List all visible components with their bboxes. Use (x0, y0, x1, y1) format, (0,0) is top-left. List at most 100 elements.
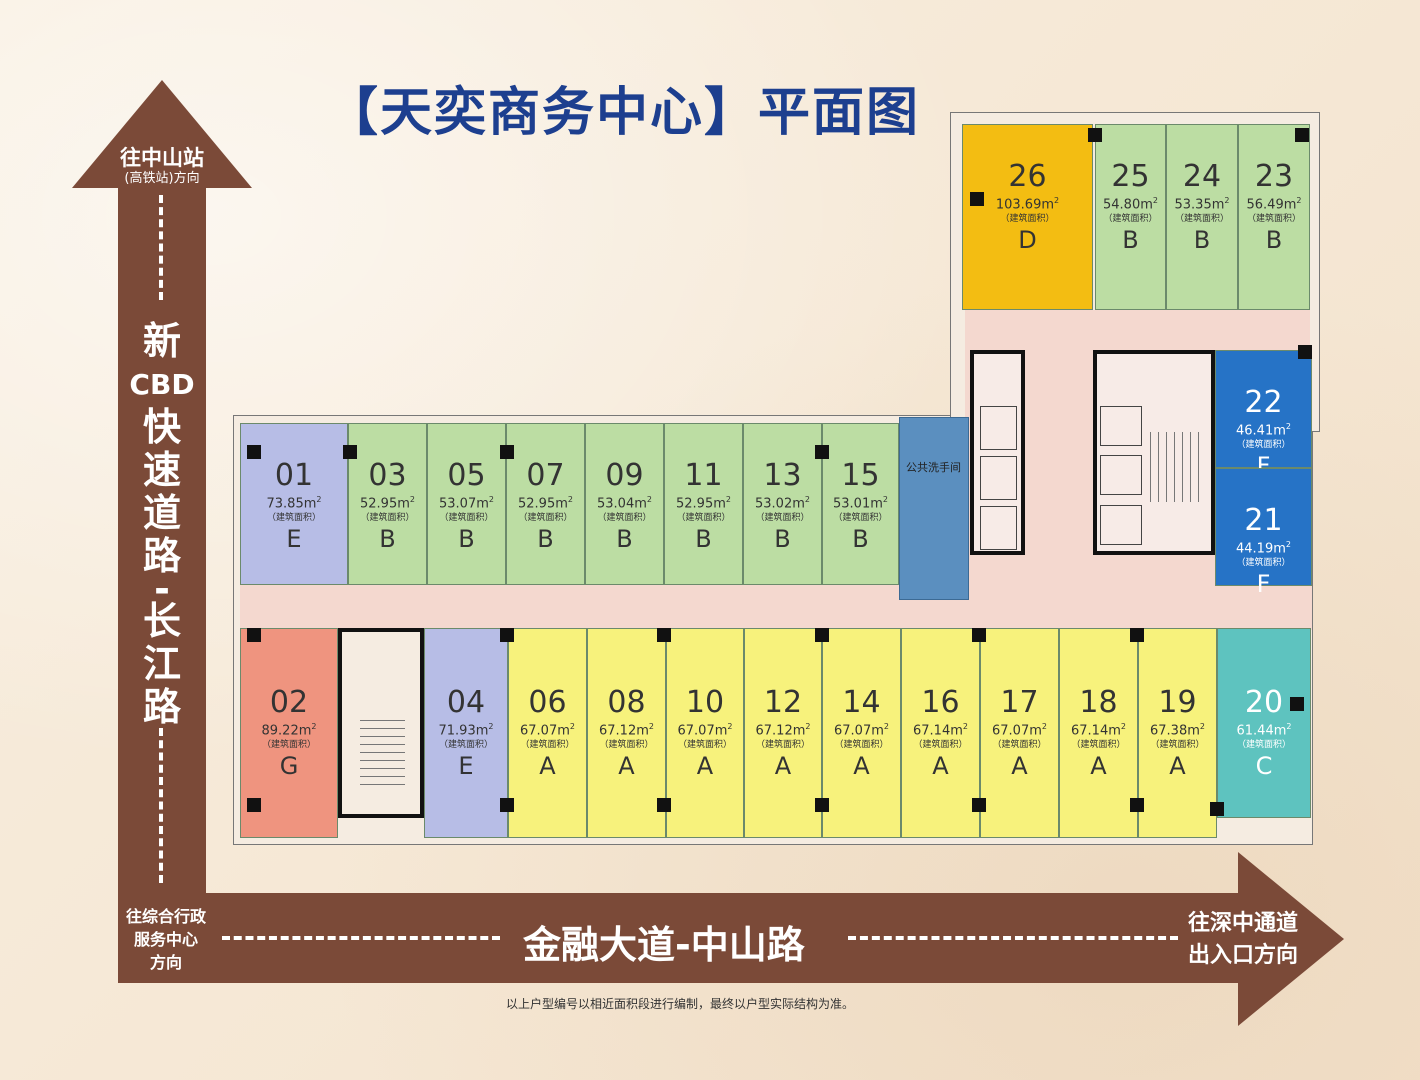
unit-area-unit-sup: 2 (727, 722, 733, 731)
unit-area: 67.12m2 (745, 719, 821, 739)
elevator-shaft (1100, 406, 1142, 446)
unit-type: A (696, 752, 714, 781)
unit-area-caption: （建筑面积） (834, 740, 889, 751)
unit-area: 67.14m2 (902, 719, 979, 739)
structural-column (972, 798, 986, 812)
unit-type: B (379, 525, 396, 554)
structural-column (970, 192, 984, 206)
unit-type: A (539, 752, 556, 781)
unit-area: 103.69m2 (963, 193, 1092, 213)
unit-area-unit: m (557, 723, 570, 739)
horizontal-dash-right (848, 936, 1178, 940)
unit-type: B (1265, 226, 1283, 255)
unit-area-value: 46.41 (1236, 423, 1274, 439)
unit-area-caption: （建筑面积） (1246, 214, 1301, 225)
unit-type: A (853, 752, 870, 781)
unit-area-value: 67.12 (599, 723, 637, 739)
unit-area-caption: （建筑面积） (597, 513, 652, 524)
north-direction-label: 往中山站 (120, 146, 204, 170)
unit-area-value: 61.44 (1236, 723, 1274, 739)
unit-area-caption: （建筑面积） (518, 513, 573, 524)
unit-area-unit-sup: 2 (804, 495, 810, 504)
unit-area-unit: m (555, 496, 568, 512)
unit-area-caption: （建筑面积） (1071, 740, 1126, 751)
unit-area-unit: m (1108, 723, 1121, 739)
unit-area-unit: m (1283, 197, 1297, 213)
vertical-road-char: 长 (142, 599, 181, 643)
unit-area-unit: m (476, 496, 489, 512)
unit-area: 52.95m2 (507, 492, 584, 512)
unit-area-caption: （建筑面积） (1236, 558, 1291, 569)
unit-type: B (774, 525, 791, 554)
unit-area-unit: m (714, 723, 728, 739)
footnote: 以上户型编号以相近面积段进行编制，最终以户型实际结构为准。 (506, 997, 855, 1011)
vertical-road-char: 道 (142, 491, 181, 535)
unit-area-caption: （建筑面积） (599, 740, 654, 751)
structural-column (1210, 802, 1224, 816)
unit-area: 89.22m2 (241, 719, 337, 739)
structural-column (1298, 345, 1312, 359)
unit-area-value: 89.22 (261, 723, 299, 739)
horizontal-road-name: 金融大道-中山路 (523, 923, 805, 967)
unit-area-unit-sup: 2 (311, 722, 317, 731)
stair-flight (360, 715, 405, 785)
unit-area: 67.14m2 (1060, 719, 1137, 739)
unit-area-value: 44.19 (1236, 541, 1274, 557)
unit-type: E (458, 752, 474, 781)
unit-area-unit: m (1273, 541, 1286, 557)
unit-area-unit-sup: 2 (646, 495, 652, 504)
structural-column (1295, 128, 1309, 142)
unit-area-unit-sup: 2 (1286, 722, 1292, 731)
unit-area-value: 73.85 (266, 496, 304, 512)
unit-type: A (1090, 752, 1107, 781)
unit-type: E (286, 525, 302, 554)
unit-number: 09 (605, 458, 644, 493)
page-title: 【天奕商务中心】平面图 (326, 83, 921, 143)
unit-area-unit-sup: 2 (316, 495, 322, 504)
structural-column (1130, 628, 1144, 642)
unit-area-caption: （建筑面积） (438, 740, 493, 751)
unit-area-value: 71.93 (438, 723, 476, 739)
unit-area-unit-sup: 2 (648, 722, 654, 731)
unit-number: 23 (1254, 159, 1294, 194)
structural-column (500, 445, 514, 459)
unit-area-value: 52.95 (518, 496, 556, 512)
unit-area: 67.38m2 (1139, 719, 1216, 739)
unit-area-caption: （建筑面积） (755, 740, 810, 751)
unit-area-unit: m (636, 723, 649, 739)
unit-number: 16 (921, 685, 960, 720)
unit-type: B (458, 525, 475, 554)
unit-area: 44.19m2 (1216, 537, 1311, 557)
unit-number: 15 (841, 458, 880, 493)
vertical-road-char: 新 (142, 319, 181, 363)
unit-type: A (1011, 752, 1028, 781)
unit-area: 67.07m2 (509, 719, 586, 739)
west-direction-line: 往综合行政 (125, 907, 206, 926)
unit-type: B (616, 525, 633, 554)
unit-area-value: 53.07 (439, 496, 477, 512)
